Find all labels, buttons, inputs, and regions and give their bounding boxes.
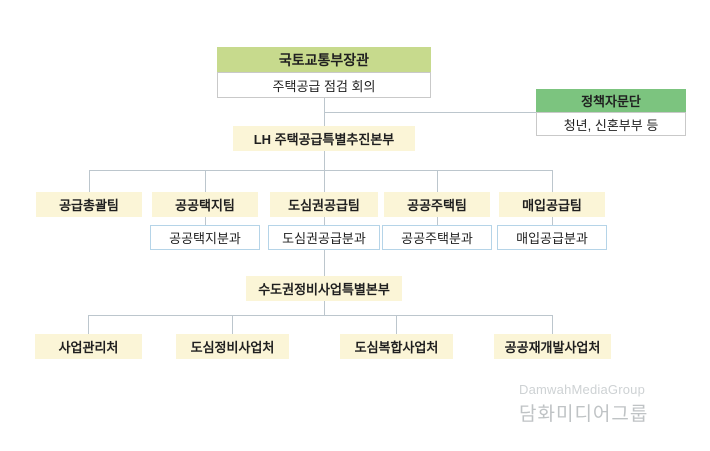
team-box-public-housing: 공공주택팀 — [384, 192, 490, 217]
connector-line — [552, 315, 553, 334]
division-box-public-housing: 공공주택분과 — [382, 225, 492, 250]
team-box-public-land: 공공택지팀 — [152, 192, 258, 217]
division-box-public-land: 공공택지분과 — [150, 225, 260, 250]
office-box-project-management: 사업관리처 — [35, 334, 142, 359]
connector-line — [324, 151, 325, 170]
connector-line — [205, 217, 206, 225]
connector-line — [396, 315, 397, 334]
team-box-purchase-supply: 매입공급팀 — [499, 192, 605, 217]
connector-line — [552, 217, 553, 225]
connector-line — [324, 301, 325, 315]
office-box-urban-maintenance: 도심정비사업처 — [176, 334, 289, 359]
watermark: DamwahMediaGroup 담화미디어그룹 — [519, 382, 648, 426]
advisory-detail-box: 청년, 신혼부부 등 — [536, 112, 686, 136]
connector-line — [89, 170, 90, 192]
metro-hq-box: 수도권정비사업특별본부 — [246, 276, 402, 301]
team-box-supply-general: 공급총괄팀 — [36, 192, 142, 217]
office-box-public-redevelopment: 공공재개발사업처 — [494, 334, 611, 359]
connector-line — [324, 217, 325, 225]
connector-line — [205, 170, 206, 192]
connector-line — [324, 250, 325, 276]
meeting-box: 주택공급 점검 회의 — [217, 72, 431, 98]
lh-hq-box: LH 주택공급특별추진본부 — [233, 126, 415, 151]
minister-box: 국토교통부장관 — [217, 47, 431, 72]
connector-line — [89, 170, 553, 171]
office-box-urban-complex: 도심복합사업처 — [340, 334, 453, 359]
connector-line — [88, 315, 89, 334]
connector-line — [324, 112, 536, 113]
connector-line — [232, 315, 233, 334]
advisory-title-box: 정책자문단 — [536, 89, 686, 112]
connector-line — [88, 315, 553, 316]
connector-line — [552, 170, 553, 192]
watermark-latin: DamwahMediaGroup — [519, 382, 646, 397]
division-box-urban-supply: 도심권공급분과 — [268, 225, 380, 250]
watermark-korean: 담화미디어그룹 — [519, 404, 649, 425]
team-box-urban-supply: 도심권공급팀 — [270, 192, 378, 217]
connector-line — [437, 217, 438, 225]
connector-line — [437, 170, 438, 192]
division-box-purchase-supply: 매입공급분과 — [497, 225, 607, 250]
connector-line — [324, 170, 325, 192]
